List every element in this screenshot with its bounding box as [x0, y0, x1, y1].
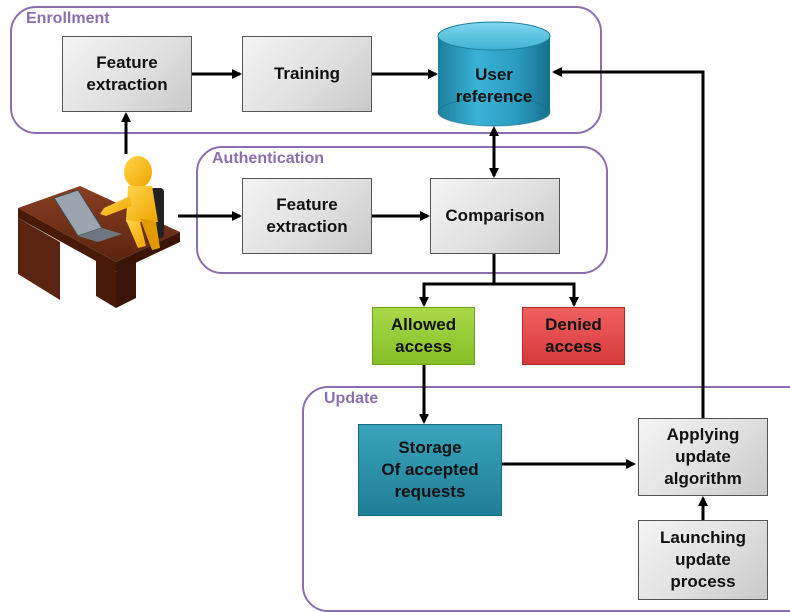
arrow-comparison-to-denied	[494, 282, 579, 307]
user-reference-database-icon	[437, 21, 551, 127]
storage-box: Storage Of accepted requests	[358, 424, 502, 516]
enrollment-feature-extraction-label: Feature extraction	[86, 53, 168, 94]
enrollment-feature-extraction-box: Feature extraction	[62, 36, 192, 112]
allowed-access-box: Allowed access	[372, 307, 475, 365]
authentication-title: Authentication	[212, 150, 324, 167]
launching-update-box: Launching update process	[638, 520, 768, 600]
update-group: Update	[302, 386, 790, 612]
applying-update-box: Applying update algorithm	[638, 418, 768, 496]
training-label: Training	[273, 64, 341, 83]
storage-label: Storage Of accepted requests	[381, 438, 479, 501]
auth-feature-extraction-label: Feature extraction	[266, 195, 348, 236]
update-title: Update	[324, 390, 379, 407]
training-box: Training	[242, 36, 372, 112]
denied-access-label: Denied access	[545, 315, 602, 356]
authentication-group: Authentication	[196, 146, 608, 274]
allowed-access-label: Allowed access	[390, 315, 457, 356]
enrollment-title: Enrollment	[26, 10, 110, 27]
user-reference-box: User reference	[438, 54, 550, 118]
comparison-label: Comparison	[445, 206, 545, 225]
arrow-comparison-to-allowed	[419, 254, 496, 307]
connector-arrows	[121, 67, 708, 520]
comparison-box: Comparison	[430, 178, 560, 254]
launching-update-label: Launching update process	[660, 528, 746, 591]
auth-feature-extraction-box: Feature extraction	[242, 178, 372, 254]
arrow-applying-to-user-reference	[552, 67, 705, 418]
applying-update-label: Applying update algorithm	[664, 425, 742, 488]
user-reference-label: User reference	[455, 65, 533, 106]
user-at-desk-illustration	[18, 156, 180, 308]
denied-access-box: Denied access	[522, 307, 625, 365]
enrollment-group: Enrollment	[10, 6, 602, 134]
